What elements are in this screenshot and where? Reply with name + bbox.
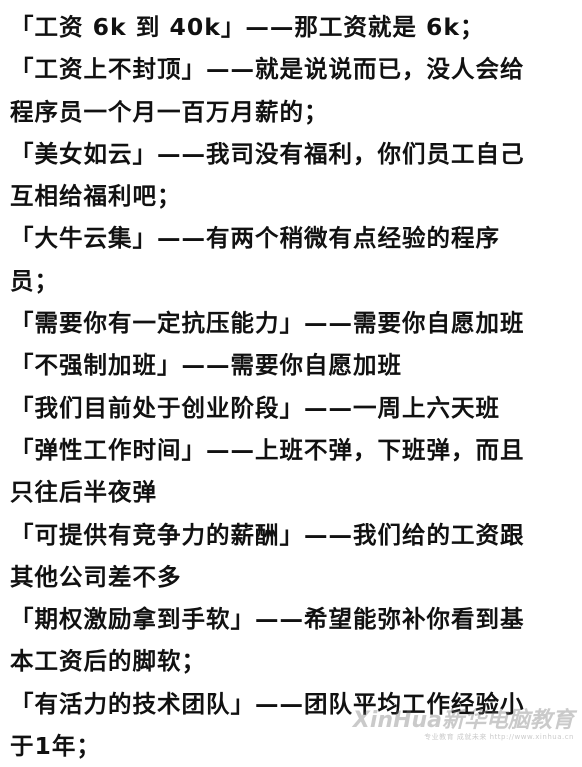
- text-line-16: 本工资后的脚软；: [10, 647, 206, 676]
- text-line-15: 「期权激励拿到手软」——希望能弥补你看到基: [10, 605, 525, 634]
- watermark-logo: XinHua新华电脑教育 专业教育 成就未来 http://www.xinhua…: [353, 710, 574, 741]
- watermark-brand: XinHua新华电脑教育: [352, 708, 574, 733]
- text-line-6: 「大牛云集」——有两个稍微有点经验的程序: [10, 224, 500, 253]
- text-line-12: 只往后半夜弹: [10, 478, 157, 507]
- text-line-10: 「我们目前处于创业阶段」——一周上六天班: [10, 393, 500, 422]
- document-body: 「工资 6k 到 40k」——那工资就是 6k； 「工资上不封顶」——就是说说而…: [10, 6, 578, 767]
- text-line-8: 「需要你有一定抗压能力」——需要你自愿加班: [10, 309, 525, 338]
- text-line-4: 「美女如云」——我司没有福利，你们员工自己: [10, 139, 525, 168]
- text-line-1: 「工资 6k 到 40k」——那工资就是 6k；: [10, 13, 485, 41]
- text-line-7: 员；: [10, 266, 59, 295]
- text-line-5: 互相给福利吧；: [10, 182, 182, 211]
- watermark-tagline: 专业教育 成就未来 http://www.xinhua.cn: [424, 733, 574, 741]
- text-line-3: 程序员一个月一百万月薪的；: [10, 97, 329, 126]
- text-line-9: 「不强制加班」——需要你自愿加班: [10, 351, 402, 380]
- text-line-2: 「工资上不封顶」——就是说说而已，没人会给: [10, 55, 525, 84]
- text-line-14: 其他公司差不多: [10, 562, 182, 591]
- text-line-11: 「弹性工作时间」——上班不弹，下班弹，而且: [10, 435, 525, 464]
- text-line-17: 「有活力的技术团队」——团队平均工作经验小: [10, 689, 525, 718]
- text-line-13: 「可提供有竞争力的薪酬」——我们给的工资跟: [10, 520, 525, 549]
